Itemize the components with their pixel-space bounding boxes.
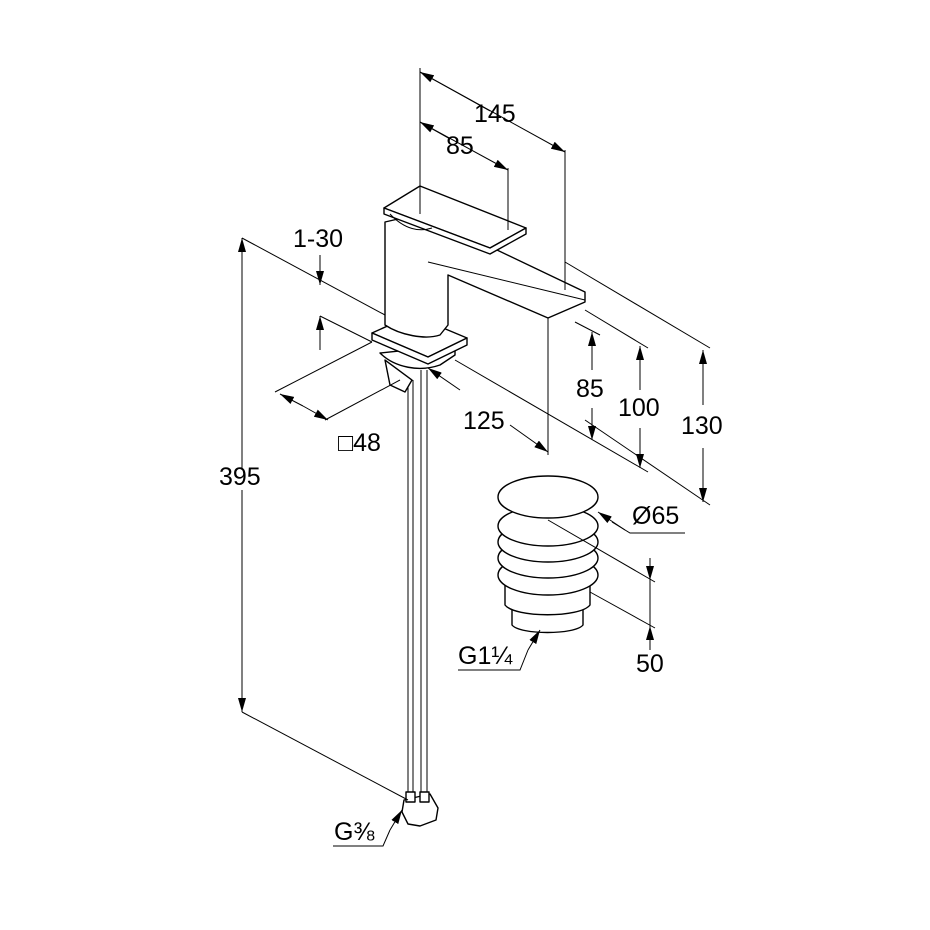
dim-125-label: 125 xyxy=(463,407,505,435)
drain-valve xyxy=(497,475,599,634)
faucet-body xyxy=(371,185,586,393)
dim-65-label: Ø65 xyxy=(632,502,679,530)
dim-145-label: 145 xyxy=(474,100,516,128)
hose-thread-label: G⅜ xyxy=(334,818,374,846)
dim-100-label: 100 xyxy=(618,394,660,422)
dim-base-48-label: □48 xyxy=(338,429,381,457)
dim-395-label: 395 xyxy=(219,463,261,491)
dim-130-label: 130 xyxy=(681,412,723,440)
dim-50-label: 50 xyxy=(636,650,664,678)
dim-1-30-label: 1-30 xyxy=(293,225,343,253)
dim-lever-85-label: 85 xyxy=(446,132,474,160)
dim-spout-85-label: 85 xyxy=(576,375,604,403)
dimension-lines xyxy=(238,68,711,847)
drain-thread-label: G1¼ xyxy=(458,642,513,670)
supply-hoses xyxy=(401,370,439,827)
